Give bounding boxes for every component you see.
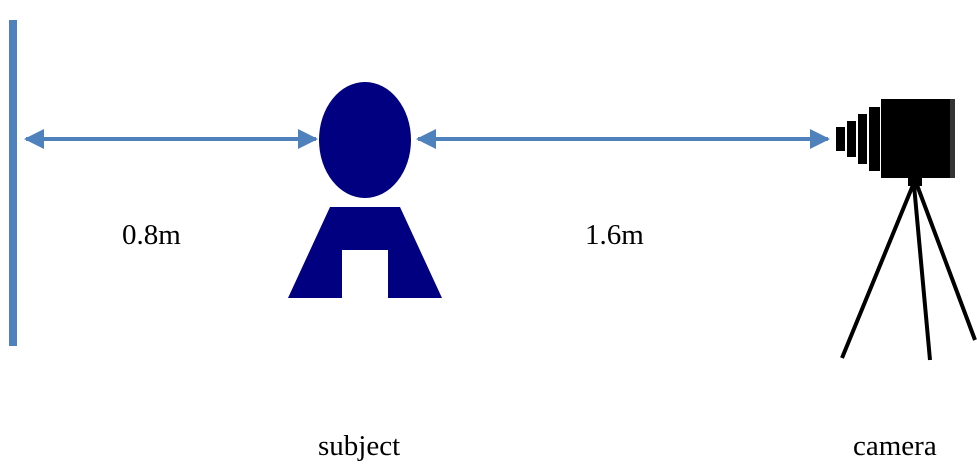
subject-label: subject xyxy=(318,430,400,462)
distance-label-subject-camera: 1.6m xyxy=(585,219,644,251)
subject-body xyxy=(288,207,442,298)
subject-head xyxy=(319,82,411,198)
subject-figure xyxy=(288,82,442,298)
camera-icon xyxy=(836,99,977,361)
distance-label-wall-subject: 0.8m xyxy=(122,219,181,251)
wall xyxy=(9,20,17,346)
camera-label: camera xyxy=(853,430,937,462)
